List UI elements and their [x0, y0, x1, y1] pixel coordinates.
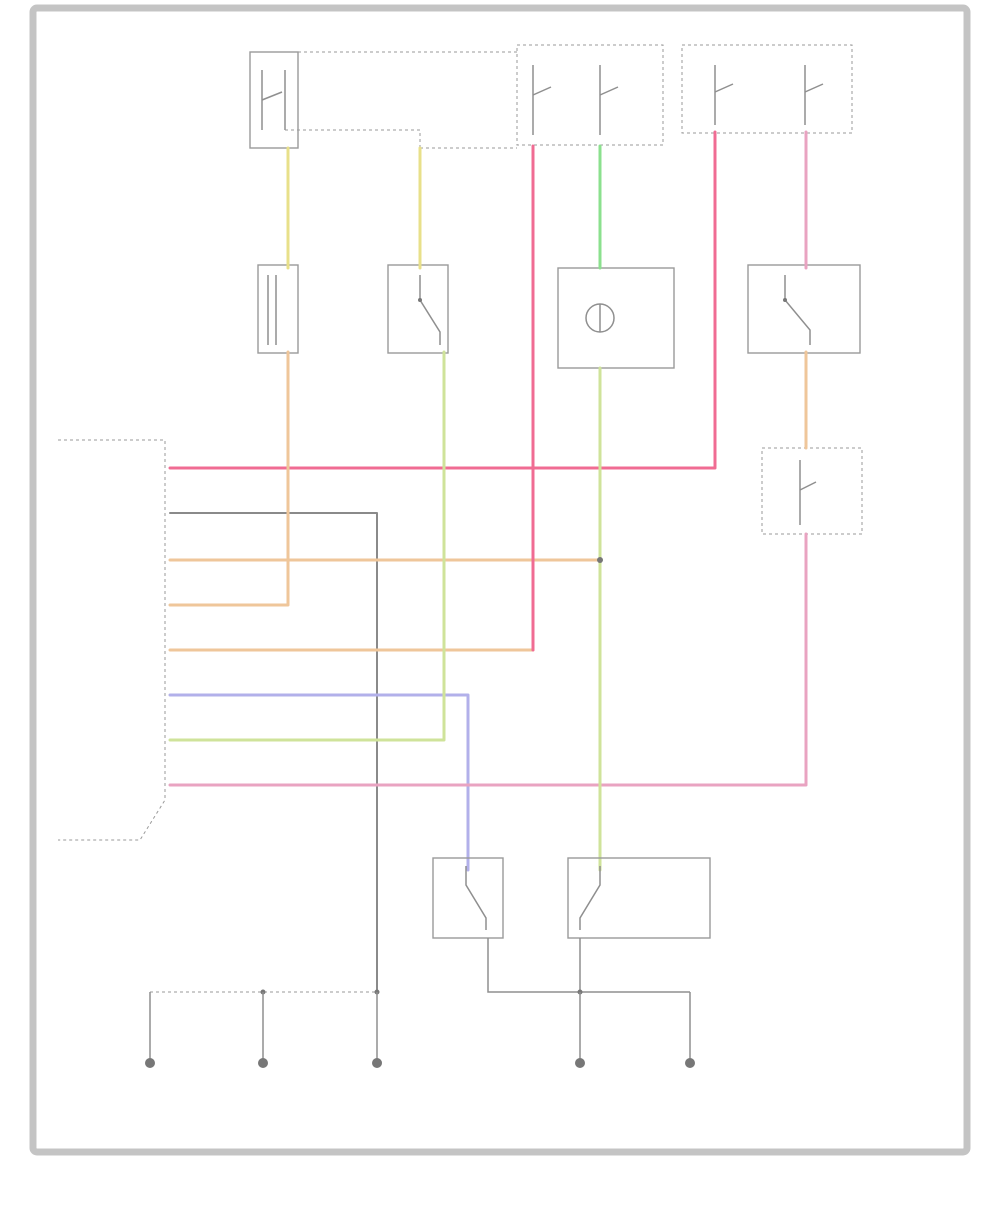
ground-4-icon	[575, 1058, 585, 1068]
sensor-component	[257, 264, 299, 354]
wire-orange-sensor	[168, 350, 290, 607]
junction-buzzer	[597, 557, 603, 563]
left-relay	[249, 51, 299, 149]
fuse-block	[761, 447, 863, 535]
wire-lightpink-fuse	[168, 532, 808, 787]
control-module	[58, 439, 166, 841]
ground-3-icon	[372, 1058, 382, 1068]
wire-purple-door	[168, 693, 470, 872]
left-door-switch	[432, 857, 504, 939]
wire-gray-ground	[169, 512, 378, 993]
wire-pink-main	[168, 130, 717, 470]
wires	[168, 130, 808, 993]
ground-points	[145, 1058, 695, 1068]
wire-green-fuel	[168, 350, 446, 742]
relay-link-dashed	[285, 129, 517, 149]
center-relay	[516, 44, 664, 146]
ground-2-icon	[258, 1058, 268, 1068]
ground-1-icon	[145, 1058, 155, 1068]
fuel-switch	[387, 264, 449, 354]
key-switch	[747, 264, 861, 354]
diagram-frame	[29, 4, 971, 1156]
ground-bus	[149, 938, 691, 1060]
right-door-switch	[567, 857, 711, 939]
ground-5-icon	[685, 1058, 695, 1068]
right-relay	[681, 44, 853, 134]
buzzer-component	[557, 267, 675, 369]
